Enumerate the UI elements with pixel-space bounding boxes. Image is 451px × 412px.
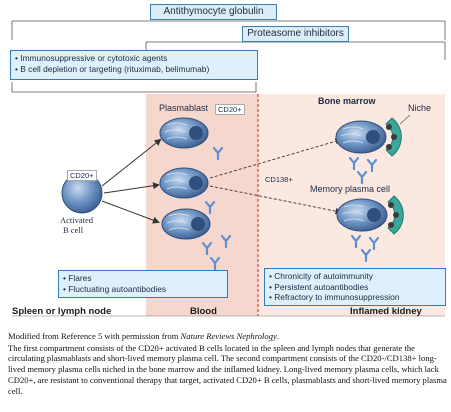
bone-marrow-label: Bone marrow [318,96,376,106]
niche-pointer [399,114,411,125]
niche-label: Niche [408,103,432,113]
bone-marrow-niche [385,117,402,157]
therapy-bracket [11,82,257,93]
long-lived-plasma-cell-marrow [335,120,387,154]
plasmablast-cell [159,117,209,149]
plasmablast-label: Plasmablast [159,103,209,113]
figure-caption: Modified from Reference 5 with permissio… [8,331,448,396]
zone-label-blood: Blood [190,306,217,317]
caption-source: Modified from Reference 5 with permissio… [8,331,448,342]
activated-b-label-1: Activated [60,215,94,225]
caption-body: The first compartment consists of the CD… [8,342,447,396]
kidney-line: • Chronicity of autoimmunity [269,271,373,281]
antibody-icons [201,146,380,271]
therapy-line: • B cell depletion or targeting (rituxim… [15,63,210,74]
memory-plasma-label: Memory plasma cell [310,184,391,194]
caption-journal: Nature Reviews Nephrology [180,331,277,341]
migration-arrows [209,138,342,215]
kidney-line: • Refractory to immunosuppression [269,292,400,302]
therapy-box: • Immunosuppressive or cytotoxic agents … [10,50,258,80]
plasmablast-marker: CD20+ [215,104,245,115]
circulating-plasmablast [159,167,209,199]
caption-source-suffix: . [276,331,279,341]
blood-box: • Flares • Fluctuating autoantibodies [58,270,228,298]
kidney-niche [387,195,404,235]
figure: Antithymocyte globulin Proteasome inhibi… [10,4,446,317]
activated-b-label-2: B cell [63,225,84,235]
proteasome-bar: Proteasome inhibitors [242,26,349,42]
therapy-line: • Immunosuppressive or cytotoxic agents [15,53,168,63]
differentiation-arrows [101,138,162,224]
long-lived-plasma-cell-kidney [336,198,388,232]
antithymocyte-bracket [11,20,446,40]
activated-b-marker: CD20+ [67,170,97,181]
caption-source-prefix: Modified from Reference 5 with permissio… [8,331,181,341]
zone-label-kidney: Inflamed kidney [350,306,422,317]
blood-line: • Fluctuating autoantibodies [63,283,167,294]
kidney-box: • Chronicity of autoimmunity • Persisten… [264,268,446,306]
cd138-label: CD138+ [265,175,293,184]
kidney-line: • Persistent autoantibodies [269,281,369,292]
blood-line: • Flares [63,273,92,283]
short-lived-plasma-cell [161,208,211,240]
antithymocyte-bar: Antithymocyte globulin [150,4,277,20]
zone-label-spleen: Spleen or lymph node [12,306,112,317]
